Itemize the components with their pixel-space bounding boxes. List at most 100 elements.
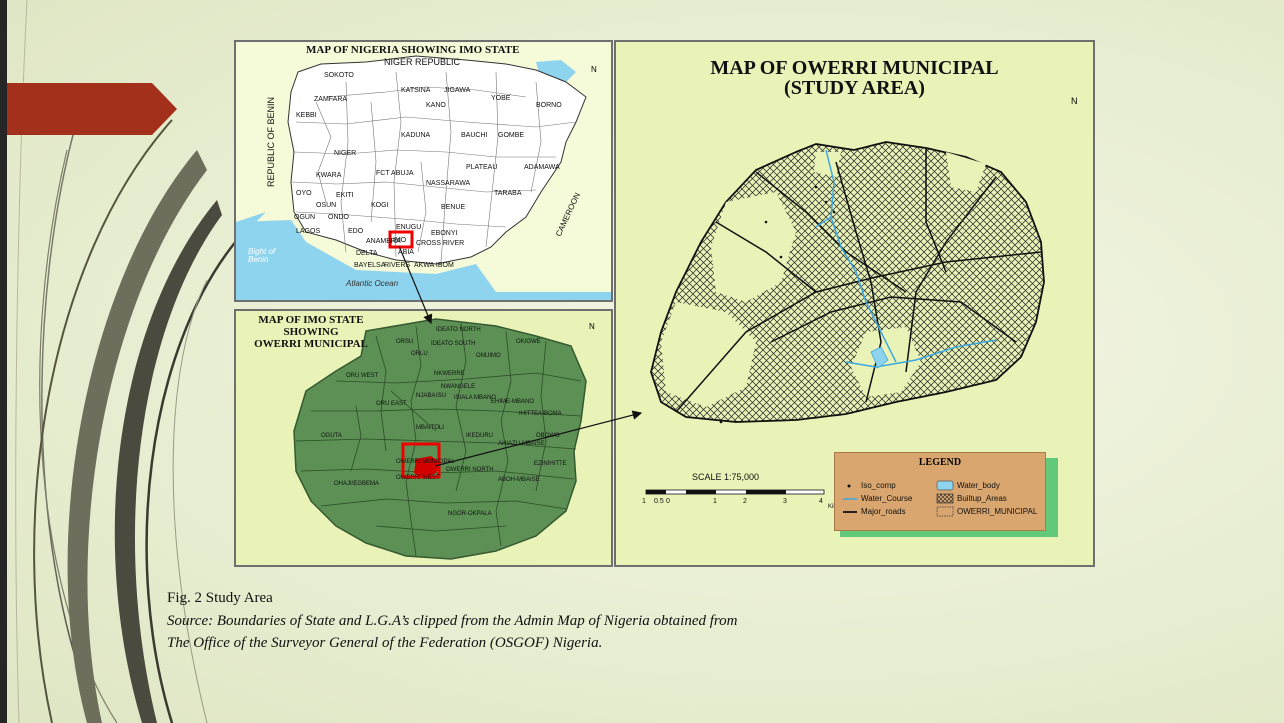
scale-tick: 2 (743, 498, 747, 505)
label-yobe: YOBE (491, 95, 511, 102)
label-plateau: PLATEAU (466, 164, 498, 171)
label-niger: NIGER (334, 150, 357, 157)
label-ideato-north: IDEATO NORTH (436, 327, 481, 333)
label-orlu: ORLU (411, 351, 428, 357)
figure-caption: Fig. 2 Study Area (167, 590, 273, 606)
label-niger-republic: NIGER REPUBLIC (384, 57, 461, 67)
label-sokoto: SOKOTO (324, 72, 354, 79)
scale-tick: 1 (642, 498, 646, 505)
label-ihitte-uboma: IHITTE/UBOMA (519, 411, 562, 417)
label-nkwerre: NKWERRE (434, 371, 465, 377)
source-line-1: Source: Boundaries of State and L.G.A’s … (167, 613, 738, 629)
legend-symbols (843, 480, 954, 517)
imo-title-line2: SHOWING (283, 326, 339, 338)
label-imo: IMO (393, 237, 407, 244)
label-ohaji-egbema: OHAJI/EGBEMA (334, 481, 380, 487)
label-kano: KANO (426, 102, 446, 109)
scale-tick: 0.5 (654, 498, 664, 505)
imo-title-line3: OWERRI MUNICIPAL (254, 338, 368, 350)
imo-map-panel: N MAP OF IMO STATE SHOWING OWERRI MUNICI… (234, 309, 613, 567)
legend-item-water-body: Water_body (957, 481, 1000, 490)
imo-title-line1: MAP OF IMO STATE (258, 314, 364, 326)
label-obowo: OBOWO (536, 433, 560, 439)
label-owerri-west: OWERRI WEST (396, 475, 440, 481)
legend-item-water-course: Water_Course (861, 494, 913, 503)
label-orsu: ORSU (396, 339, 414, 345)
label-oguta: OGUTA (321, 433, 342, 439)
label-isiala-mbano: ISIALA MBANO (454, 395, 497, 401)
imo-map-title: MAP OF IMO STATE SHOWING OWERRI MUNICIPA… (246, 314, 376, 350)
label-jigawa: JIGAWA (444, 87, 471, 94)
label-atlantic: Atlantic Ocean (346, 279, 399, 288)
label-akwa-ibom: AKWA IBOM (414, 262, 454, 269)
legend: LEGEND Iso_comp Water_body Water_Course … (834, 452, 1046, 531)
label-ekiti: EKITI (336, 192, 354, 199)
scale-tick: 3 (783, 498, 787, 505)
legend-item-iso-comp: Iso_comp (861, 481, 896, 490)
label-kaduna: KADUNA (401, 132, 431, 139)
legend-item-builtup: Builtup_Areas (957, 494, 1007, 503)
accent-arrow-tab (7, 83, 177, 135)
label-abia: ABIA (398, 249, 414, 256)
label-bayelsa: BAYELSA (354, 262, 386, 269)
label-ehime-mbano: EHIME-MBANO (491, 399, 535, 405)
label-bauchi: BAUCHI (461, 132, 488, 139)
imo-north-label: N (589, 322, 595, 331)
scale-label: SCALE 1:75,000 (692, 472, 760, 482)
label-ebonyi: EBONYI (431, 230, 458, 237)
legend-item-major-roads: Major_roads (861, 507, 906, 516)
label-fct: FCT ABUJA (376, 170, 414, 177)
label-taraba: TARABA (494, 190, 522, 197)
scale-tick: 1 (713, 498, 717, 505)
owerri-map: N (645, 96, 1078, 495)
label-benue: BENUE (441, 204, 466, 211)
label-onuimo: ONUIMO (476, 353, 501, 359)
label-aboh-mbaise: ABOH-MBAISE (498, 477, 540, 483)
owerri-map-panel: MAP OF OWERRI MUNICIPAL (STUDY AREA) N (614, 40, 1095, 567)
label-delta: DELTA (356, 250, 378, 257)
label-ezinihitte: EZINIHITTE (534, 461, 567, 467)
label-edo: EDO (348, 228, 364, 235)
owerri-north-label: N (1071, 96, 1078, 106)
label-ideato-south: IDEATO SOUTH (431, 341, 476, 347)
decorative-curves (15, 0, 238, 723)
label-ikeduru: IKEDURU (466, 433, 494, 439)
source-line-2: The Office of the Surveyor General of th… (167, 635, 603, 651)
label-ahiazu-mbaise: AHIAZU-MBAISE (498, 441, 545, 447)
label-isu: ISU (436, 393, 447, 399)
label-nassarawa: NASSARAWA (426, 180, 471, 187)
label-katsina: KATSINA (401, 87, 431, 94)
legend-title: LEGEND (918, 457, 962, 468)
label-borno: BORNO (536, 102, 562, 109)
nigeria-map-panel: N MAP OF NIGERIA SHOWING IMO STATE NIGER… (234, 40, 613, 302)
label-njaba: NJABA (416, 393, 436, 399)
label-kogi: KOGI (371, 202, 389, 209)
nigeria-map: N (236, 42, 611, 300)
label-nwangele: NWANGELE (441, 384, 476, 390)
label-ngor-okpala: NGOR-OKPALA (448, 511, 492, 517)
label-enugu: ENUGU (396, 224, 422, 231)
owerri-map-title: MAP OF OWERRI MUNICIPAL (STUDY AREA) (616, 58, 1093, 98)
label-oyo: OYO (296, 190, 312, 197)
label-bight: Bight of Benin (248, 247, 276, 264)
label-oru-east: ORU EAST (376, 401, 407, 407)
label-kwara: KWARA (316, 172, 342, 179)
nigeria-map-title: MAP OF NIGERIA SHOWING IMO STATE (306, 44, 520, 56)
label-gombe: GOMBE (498, 132, 525, 139)
label-mbaitoli: MBAITOLI (416, 425, 444, 431)
label-republic-of-benin: REPUBLIC OF BENIN (266, 96, 276, 187)
label-osun: OSUN (316, 202, 337, 209)
label-ogun: OGUN (294, 214, 315, 221)
owerri-title-line1: MAP OF OWERRI MUNICIPAL (710, 57, 999, 79)
label-lagos: LAGOS (296, 228, 321, 235)
label-ondo: ONDO (328, 214, 349, 221)
label-owerri-north: OWERRI NORTH (446, 467, 494, 473)
label-zamfara: ZAMFARA (314, 96, 348, 103)
legend-item-owerri-municipal: OWERRI_MUNICIPAL (957, 507, 1038, 516)
label-okigwe: OKIGWE (516, 339, 541, 345)
label-cross-river: CROSS RIVER (416, 240, 465, 247)
label-oru-west: ORU WEST (346, 373, 379, 379)
owerri-title-line2: (STUDY AREA) (784, 77, 925, 99)
scale-tick: 4 (819, 498, 823, 505)
scale-tick: 0 (666, 498, 670, 505)
